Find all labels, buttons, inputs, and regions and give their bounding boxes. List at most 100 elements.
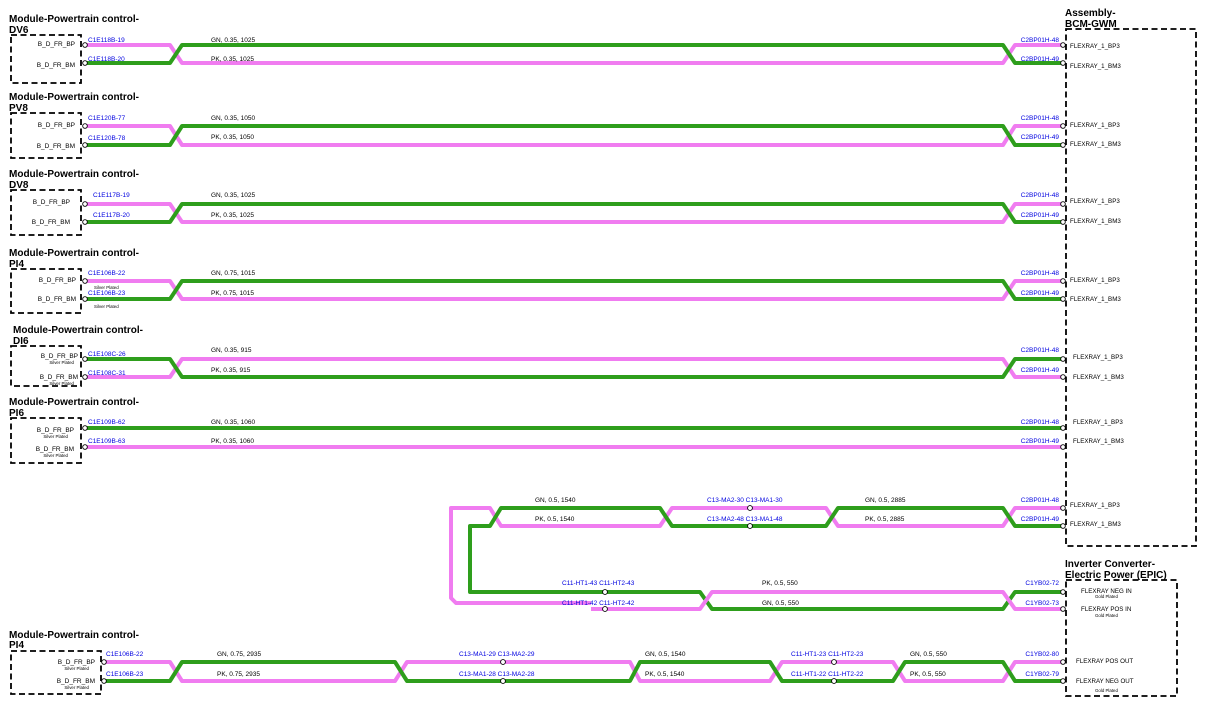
circuit-pv8: Module-Powertrain control- PV8 B_D_FR_BP…	[9, 92, 1121, 159]
terminal-icon	[101, 678, 107, 684]
green-wire	[86, 279, 1062, 301]
module-title-line1: Module-Powertrain control-	[9, 92, 139, 103]
splice-icon	[500, 659, 506, 665]
wire-spec-top: GN, 0.5, 1540	[535, 497, 576, 504]
circuit-pi6: Module-Powertrain control- PI6 B_D_FR_BP…	[9, 397, 1124, 464]
pin-label-bp: B_D_FR_BP	[37, 427, 74, 434]
green-wire	[86, 43, 1062, 65]
green-wire	[607, 590, 1062, 611]
pink-wire	[105, 660, 1062, 683]
plating-note: Gold Plated	[1095, 613, 1119, 618]
wire-spec-top: PK, 0.5, 550	[762, 580, 798, 587]
pink-wire	[86, 279, 1062, 301]
source-connector-top: C1E117B-19	[93, 192, 130, 199]
green-wire	[86, 202, 1062, 224]
splice-connector-bottom: C13-MA1-28 C13-MA2-28	[459, 671, 535, 678]
dest-connector-top: C1YB02-72	[1025, 580, 1059, 587]
signal-label-top: FLEXRAY_1_BP3	[1070, 277, 1120, 284]
plating-note: Silver Plated	[43, 453, 68, 458]
terminal-icon	[1060, 678, 1066, 684]
signal-label-bottom: FLEXRAY POS IN	[1081, 606, 1131, 613]
assembly-title-line2: BCM-GWM	[1065, 19, 1117, 30]
wire-spec-bottom: GN, 0.5, 550	[762, 600, 799, 607]
terminal-icon	[1060, 123, 1066, 129]
terminal-icon	[1060, 42, 1066, 48]
module-box	[10, 189, 82, 236]
terminal-icon	[82, 60, 88, 66]
dest-connector-bottom: C2BP01H-49	[1021, 438, 1060, 445]
terminal-icon	[101, 659, 107, 665]
module-box	[10, 345, 82, 387]
source-connector-bottom: C1E106B-23	[88, 290, 126, 297]
circuit-pi4: Module-Powertrain control- PI4 B_D_FR_BP…	[9, 248, 1121, 314]
wire-spec-bottom: PK, 0.5, 2885	[865, 516, 905, 523]
splice-connector-bottom: C11-HT1-42 C11-HT2-42	[562, 600, 635, 607]
terminal-icon	[1060, 659, 1066, 665]
wire-spec-top: GN, 0.75, 2935	[217, 651, 261, 658]
pink-wire	[86, 357, 1062, 379]
terminal-icon	[1060, 296, 1066, 302]
pin-label-bp: B_D_FR_BP	[39, 277, 76, 284]
pin-label-bm: B_D_FR_BM	[36, 446, 74, 453]
green-wire	[105, 660, 1062, 683]
wire-spec-bottom: PK, 0.5, 1540	[645, 671, 685, 678]
splice-connector-top: C11-HT1-43 C11-HT2-43	[562, 580, 635, 587]
dest-connector-top: C1YB02-80	[1025, 651, 1059, 658]
dest-connector-top: C2BP01H-48	[1021, 192, 1060, 199]
dest-connector-top: C2BP01H-48	[1021, 270, 1060, 277]
terminal-icon	[1060, 523, 1066, 529]
module-title-line1: Module-Powertrain control-	[9, 248, 139, 259]
terminal-icon	[82, 219, 88, 225]
splice-connector-top: C11-HT1-23 C11-HT2-23	[791, 651, 864, 658]
wire-spec-top: GN, 0.5, 2885	[865, 497, 906, 504]
dest-connector-top: C2BP01H-48	[1021, 419, 1060, 426]
pin-label-bm: B_D_FR_BM	[32, 219, 70, 226]
circuit-pi4-epic: Module-Powertrain control- PI4 B_D_FR_BP…	[9, 630, 1134, 695]
wire-spec-bottom: PK, 0.35, 1025	[211, 212, 254, 219]
source-connector-top: C1E118B-19	[88, 37, 125, 44]
pin-label-bm: B_D_FR_BM	[40, 374, 78, 381]
source-connector-bottom: C1E106B-23	[106, 671, 144, 678]
terminal-icon	[1060, 219, 1066, 225]
wire-spec-bottom: PK, 0.35, 1025	[211, 56, 254, 63]
splice-icon	[831, 659, 837, 665]
terminal-icon	[82, 374, 88, 380]
module-title-line1: Module-Powertrain control-	[9, 397, 139, 408]
splice-connector-top: C13-MA2-30 C13-MA1-30	[707, 497, 783, 504]
splice-icon	[602, 606, 608, 612]
dest-connector-top: C2BP01H-48	[1021, 37, 1060, 44]
source-connector-bottom: C1E109B-63	[88, 438, 126, 445]
pin-label-bm: B_D_FR_BM	[57, 678, 95, 685]
terminal-icon	[82, 356, 88, 362]
pink-wire	[86, 124, 1062, 147]
module-title-line2: DI6	[13, 336, 29, 347]
terminal-icon	[1060, 374, 1066, 380]
signal-label-bottom: FLEXRAY_1_BM3	[1070, 218, 1121, 225]
signal-label-top: FLEXRAY_1_BP3	[1070, 502, 1120, 509]
terminal-icon	[1060, 60, 1066, 66]
wire-spec-top: GN, 0.5, 550	[910, 651, 947, 658]
terminal-icon	[1060, 589, 1066, 595]
wire-spec-bottom: PK, 0.35, 1060	[211, 438, 254, 445]
dest-connector-bottom: C1YB02-79	[1025, 671, 1059, 678]
module-title-line1: Module-Powertrain control-	[9, 14, 139, 25]
pin-label-bm: B_D_FR_BM	[38, 296, 76, 303]
pin-label-bm: B_D_FR_BM	[37, 143, 75, 150]
pin-label-bp: B_D_FR_BP	[33, 199, 70, 206]
wire-spec-top: GN, 0.75, 1015	[211, 270, 255, 277]
source-connector-top: C1E106B-22	[88, 270, 126, 277]
source-connector-top: C1E109B-62	[88, 419, 126, 426]
signal-label-top: FLEXRAY_1_BP3	[1070, 43, 1120, 50]
circuit-dv8: Module-Powertrain control- DV8 B_D_FR_BP…	[9, 169, 1121, 236]
source-connector-top: C1E120B-77	[88, 115, 126, 122]
dest-connector-top: C2BP01H-48	[1021, 497, 1060, 504]
plating-note: Silver Plated	[43, 434, 68, 439]
source-connector-bottom: C1E120B-78	[88, 135, 126, 142]
splice-icon	[500, 678, 506, 684]
wire-spec-bottom: PK, 0.35, 915	[211, 367, 251, 374]
terminal-icon	[1060, 356, 1066, 362]
wire-spec-top: GN, 0.35, 1025	[211, 192, 255, 199]
module-title-line2: PI4	[9, 259, 24, 270]
signal-label-bottom: FLEXRAY_1_BM3	[1070, 296, 1121, 303]
plating-note: Silver Plated	[94, 285, 119, 290]
